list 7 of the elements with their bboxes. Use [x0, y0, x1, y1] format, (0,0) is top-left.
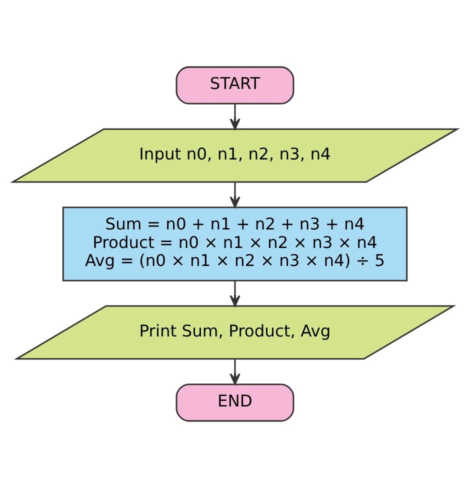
arrow [230, 280, 240, 307]
node-box: Sum = n0 + n1 + n2 + n3 + n4 Product = n0 × n1 × n2 × n3 × n4 Avg = (n0 × n1 × n2 × n3 × n4) ÷ 5 [62, 206, 408, 282]
arrow [230, 182, 240, 208]
node-box: END [176, 384, 294, 422]
arrow [230, 359, 240, 385]
arrow [230, 104, 240, 130]
node-box: START [176, 66, 294, 104]
